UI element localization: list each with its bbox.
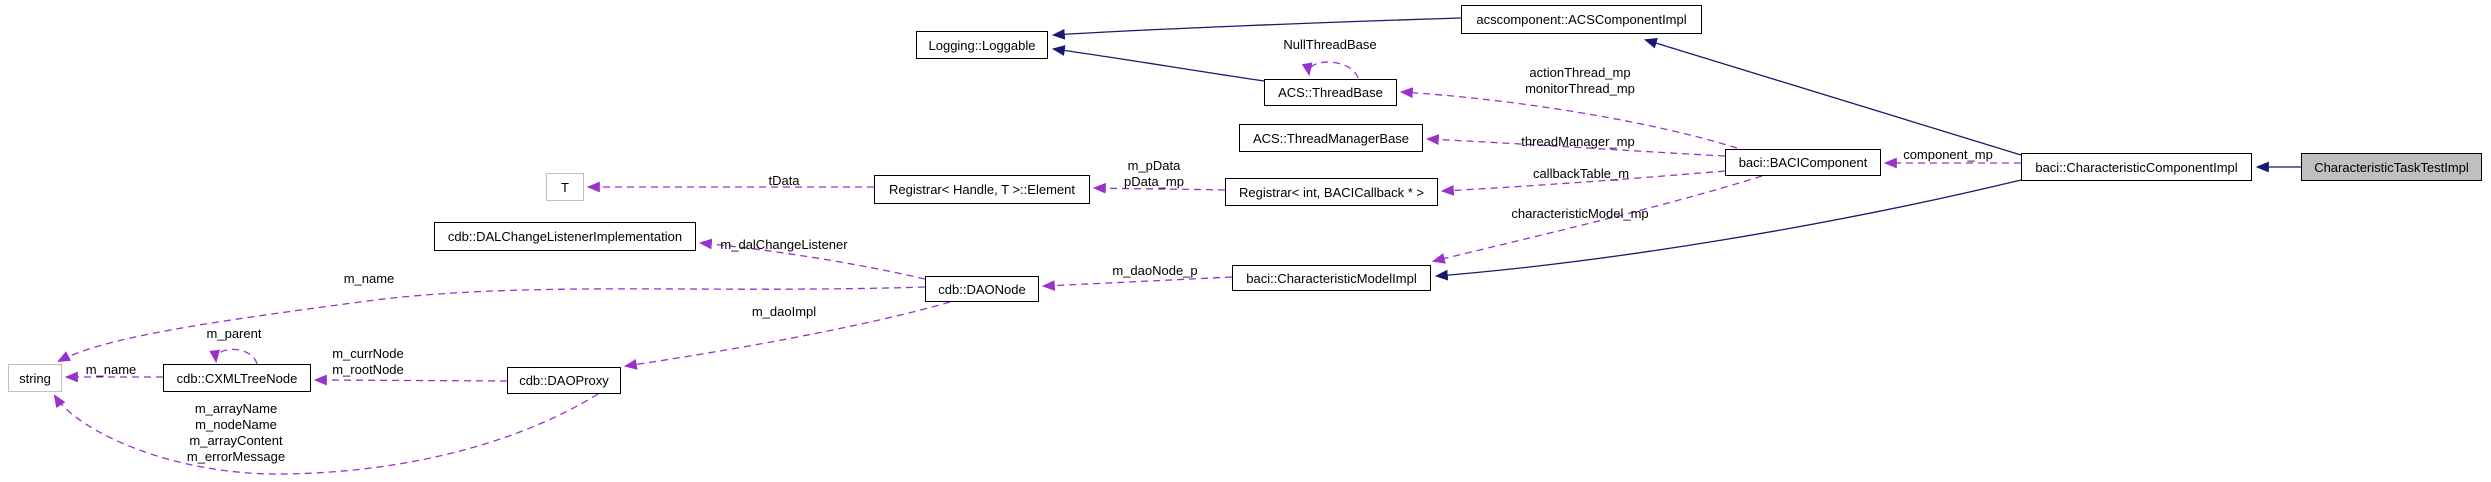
edge-label-actionthread-monitorthread: actionThread_mp monitorThread_mp [1525, 65, 1635, 97]
edge-usage-daonode-to-dalchangelistener [698, 238, 926, 280]
node-string: string [8, 364, 62, 392]
edge-inherit-threadbase-to-loggable [1051, 45, 1265, 82]
edge-label-mcurrnode-mrootnode: m_currNode m_rootNode [332, 346, 404, 378]
edge-label-threadmanager-mp: threadManager_mp [1521, 134, 1635, 149]
edge-label-m-name-treenode: m_name [85, 362, 137, 377]
edge-usage-bacicomponent-to-threadmanagerbase [1425, 134, 1726, 157]
edge-usage-cxmltreenode-self-mparent [209, 348, 258, 365]
edge-label-m-rootnode: m_rootNode [332, 362, 404, 377]
edge-label-m-pdata: m_pData [1127, 158, 1181, 173]
edge-usage-bacicomponent-to-registrarint [1440, 170, 1726, 196]
edge-label-pdata-mp: pData_mp [1124, 174, 1184, 189]
edge-label-callbacktable-m: callbackTable_m [1532, 166, 1630, 181]
edge-label-daoproxy-strings: m_arrayName m_nodeName m_arrayContent m_… [187, 401, 285, 465]
edge-usage-threadbase-self-nullthreadbase [1301, 61, 1359, 79]
edge-inherit-characteristiccomponentimpl-to-characteristicmodelimpl [1434, 179, 2022, 281]
edge-label-m-arrayname: m_arrayName [194, 401, 278, 416]
node-cdb-cxmltreenode[interactable]: cdb::CXMLTreeNode [163, 364, 311, 392]
edge-label-monitorthread-mp: monitorThread_mp [1525, 81, 1635, 96]
edge-label-m-dalchangelistener: m_dalChangeListener [720, 237, 848, 252]
edge-label-m-currnode: m_currNode [332, 346, 404, 361]
edge-usage-daonode-to-string-mname [57, 286, 926, 363]
node-cdb-daonode[interactable]: cdb::DAONode [925, 276, 1039, 302]
edge-label-tdata: tData [768, 173, 800, 188]
edge-label-m-nodename: m_nodeName [195, 417, 277, 432]
node-characteristictasktestimpl: CharacteristicTaskTestImpl [2301, 153, 2482, 181]
node-cdb-daoproxy[interactable]: cdb::DAOProxy [507, 367, 621, 394]
node-t: T [546, 173, 584, 201]
node-cdb-dalchangelistenerimplementation[interactable]: cdb::DALChangeListenerImplementation [434, 222, 696, 251]
node-logging-loggable[interactable]: Logging::Loggable [916, 31, 1048, 59]
edge-label-component-mp: component_mp [1903, 147, 1993, 162]
edge-label-characteristicmodel-mp: characteristicModel_mp [1511, 206, 1649, 221]
node-registrar-int-bacicallback[interactable]: Registrar< int, BACICallback * > [1225, 178, 1438, 206]
edge-usage-daoproxy-to-cxmltreenode [313, 374, 508, 386]
edge-label-m-parent: m_parent [206, 326, 262, 341]
edge-usage-bacicomponent-to-threadbase [1399, 87, 1738, 149]
edge-inherit-acscomponentimpl-to-loggable [1051, 17, 1462, 40]
node-baci-characteristiccomponentimpl[interactable]: baci::CharacteristicComponentImpl [2021, 153, 2252, 181]
edge-usage-registrarint-to-element [1092, 182, 1226, 194]
edge-usage-bacicomponent-to-characteristicmodelimpl [1431, 175, 1763, 264]
node-acs-threadmanagerbase[interactable]: ACS::ThreadManagerBase [1239, 124, 1423, 152]
edge-label-nullthreadbase: NullThreadBase [1283, 37, 1377, 52]
node-acscomponent-acscomponentimpl[interactable]: acscomponent::ACSComponentImpl [1461, 5, 1702, 34]
edge-label-m-arraycontent: m_arrayContent [189, 433, 283, 448]
edge-usage-daoproxy-to-string-strings [53, 393, 599, 475]
edge-usage-daonode-to-daoproxy [623, 301, 951, 370]
edge-label-mpdata-pdatamp: m_pData pData_mp [1124, 158, 1184, 190]
edge-label-m-name-daonode: m_name [343, 271, 395, 286]
node-registrar-handle-t-element[interactable]: Registrar< Handle, T >::Element [874, 175, 1090, 204]
node-acs-threadbase[interactable]: ACS::ThreadBase [1264, 79, 1397, 106]
node-baci-bacicomponent[interactable]: baci::BACIComponent [1725, 149, 1881, 176]
edge-inherit-characteristiccomponentimpl-to-acscomponentimpl [1643, 37, 2022, 156]
node-baci-characteristicmodelimpl[interactable]: baci::CharacteristicModelImpl [1232, 265, 1431, 291]
edge-label-actionthread-mp: actionThread_mp [1529, 65, 1631, 80]
edge-label-m-errormessage: m_errorMessage [186, 449, 286, 464]
edge-label-m-daonode-p: m_daoNode_p [1112, 263, 1198, 278]
edge-label-m-daoimpl: m_daoImpl [751, 304, 817, 319]
